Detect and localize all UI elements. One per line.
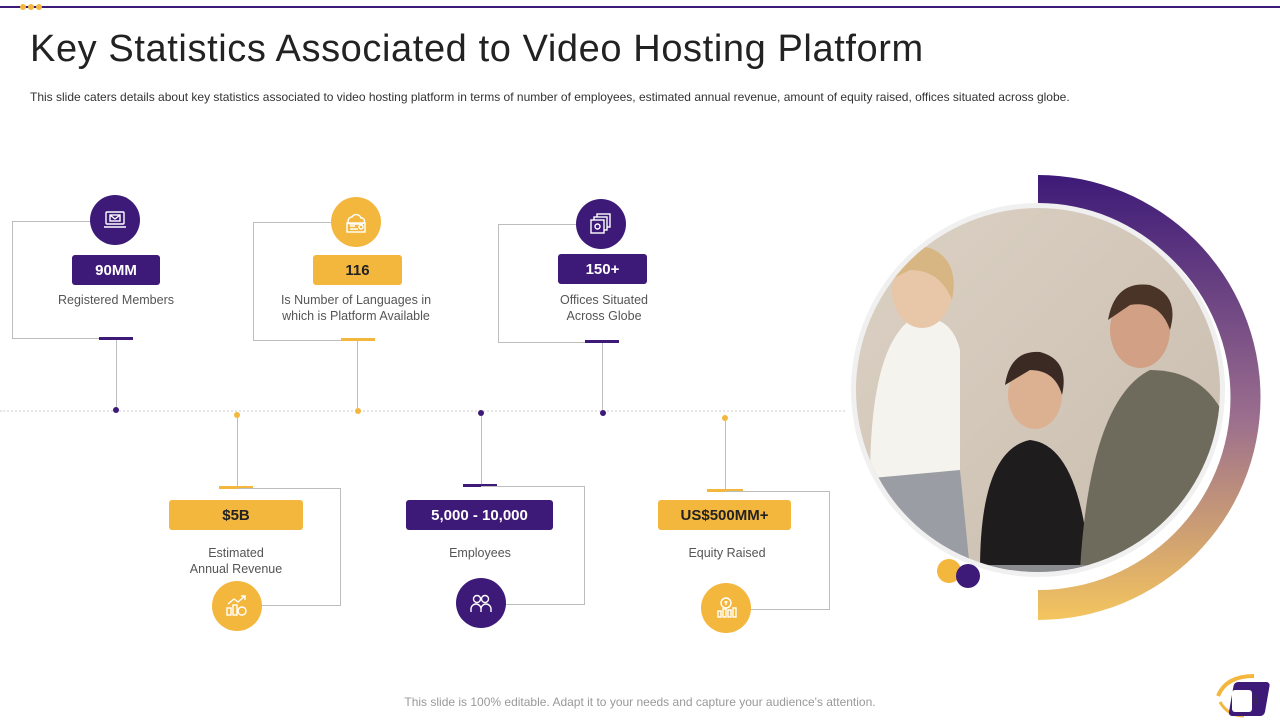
page-number: 5 <box>1252 694 1259 706</box>
stat-value-equity: US$500MM+ <box>658 500 791 530</box>
timeline-line <box>0 410 845 412</box>
stat-value-registered-members: 90MM <box>72 255 160 285</box>
stat-frame <box>498 224 602 343</box>
top-decoration-dots <box>20 4 42 10</box>
stat-connector-stub <box>707 489 743 492</box>
stat-value-languages: 116 <box>313 255 402 285</box>
timeline-dot <box>478 410 484 416</box>
documents-gear-icon <box>576 199 626 249</box>
stat-frame <box>481 486 585 605</box>
stat-frame <box>237 488 341 606</box>
timeline-dot <box>355 408 361 414</box>
top-border-line <box>0 6 1280 8</box>
stat-value-offices: 150+ <box>558 254 647 284</box>
stat-connector-stub <box>341 338 375 341</box>
stat-connector-line <box>602 343 603 410</box>
money-growth-icon <box>212 581 262 631</box>
coin-chart-icon <box>701 583 751 633</box>
stat-label-equity: Equity Raised <box>688 546 766 560</box>
timeline-dot <box>722 415 728 421</box>
stat-label-registered-members: Registered Members <box>57 293 174 307</box>
stat-connector-line <box>116 340 117 408</box>
stat-connector-stub <box>219 486 253 489</box>
stat-connector-stub <box>463 484 497 487</box>
stat-frame <box>12 221 116 339</box>
footer-note: This slide is 100% editable. Adapt it to… <box>404 695 876 709</box>
team-icon <box>456 578 506 628</box>
cloud-document-icon <box>331 197 381 247</box>
slide-subtitle: This slide caters details about key stat… <box>30 90 1070 104</box>
stat-value-employees: 5,000 - 10,000 <box>406 500 553 530</box>
stat-frame <box>253 222 358 341</box>
timeline-dot <box>113 407 119 413</box>
stat-label-employees: Employees <box>449 546 511 560</box>
stat-connector-stub <box>585 340 619 343</box>
stat-value-revenue: $5B <box>169 500 303 530</box>
stat-frame <box>725 491 830 610</box>
stat-connector-line <box>481 416 482 484</box>
stat-connector-line <box>357 341 358 408</box>
team-meeting-photo <box>851 175 1261 620</box>
slide-title: Key Statistics Associated to Video Hosti… <box>30 28 924 70</box>
stat-connector-line <box>237 418 238 486</box>
timeline-dot <box>234 412 240 418</box>
stat-connector-stub <box>99 337 133 340</box>
stat-connector-line <box>725 421 726 489</box>
laptop-email-icon <box>90 195 140 245</box>
timeline-dot <box>600 410 606 416</box>
brand-logo-icon <box>1216 674 1270 718</box>
